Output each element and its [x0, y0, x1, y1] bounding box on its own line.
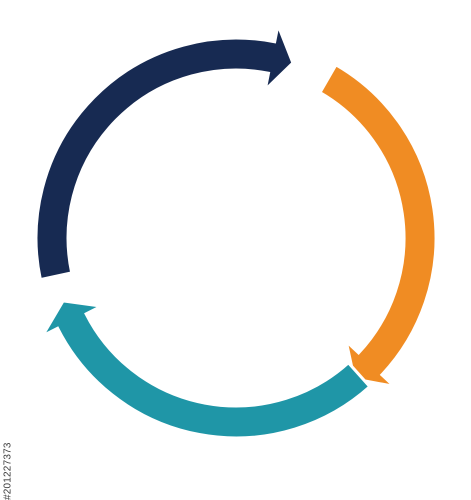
navy-arrow-icon [34, 19, 295, 282]
stock-id-label: #201227373 [2, 442, 14, 500]
teal-arrow-icon [38, 299, 372, 440]
orange-arrow-icon [317, 62, 438, 389]
